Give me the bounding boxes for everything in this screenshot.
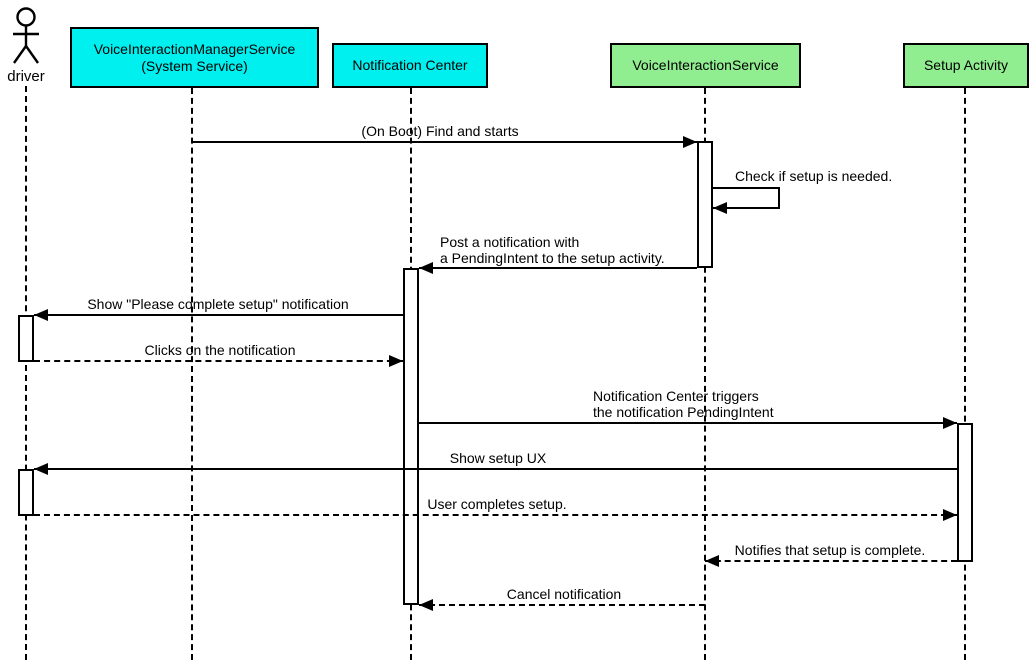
message-line-post-a-notification (419, 267, 697, 269)
arrowhead-left-icon (713, 202, 727, 214)
activation-notification-center (403, 268, 419, 605)
message-line-on-boot-find-and-starts (193, 141, 697, 143)
actor-label: driver (7, 68, 45, 85)
message-label-show-please-complete-setup: Show "Please complete setup" notificatio… (87, 296, 349, 312)
arrowhead-right-icon (943, 417, 957, 429)
message-line-show-please-complete-setup (34, 314, 403, 316)
message-label-clicks-on-the-notification: Clicks on the notification (144, 342, 296, 358)
message-label-cancel-notification: Cancel notification (506, 586, 622, 602)
message-line-notification-center-triggers (419, 422, 957, 424)
message-line-cancel-notification (419, 604, 705, 606)
actor-stick-figure-icon (13, 7, 39, 64)
activation-setup-activity (957, 423, 973, 562)
self-message-right-segment (778, 187, 780, 208)
arrowhead-left-icon (34, 309, 48, 321)
activation-voice-interaction-service (697, 141, 713, 268)
lifeline-driver (25, 86, 27, 660)
arrowhead-left-icon (34, 463, 48, 475)
message-label-on-boot-find-and-starts: (On Boot) Find and starts (361, 123, 519, 139)
message-label-notifies-setup-complete: Notifies that setup is complete. (734, 542, 926, 558)
message-line-clicks-on-the-notification (34, 360, 403, 362)
activation-driver-1 (18, 315, 34, 362)
message-label-show-setup-ux: Show setup UX (449, 450, 547, 466)
message-label-user-completes-setup: User completes setup. (427, 496, 567, 512)
message-line-show-setup-ux (34, 468, 957, 470)
participant-setup-activity: Setup Activity (903, 43, 1029, 88)
arrowhead-left-icon (705, 555, 719, 567)
message-label-post-a-notification: Post a notification with a PendingIntent… (440, 234, 665, 266)
self-message-bottom-segment (713, 207, 780, 209)
arrowhead-right-icon (683, 136, 697, 148)
participant-notification-center: Notification Center (332, 43, 488, 88)
message-line-user-completes-setup (34, 514, 957, 516)
lifeline-voice-interaction-manager-service (191, 88, 193, 660)
arrowhead-left-icon (419, 599, 433, 611)
participant-voice-interaction-service: VoiceInteractionService (610, 43, 801, 88)
arrowhead-right-icon (943, 509, 957, 521)
arrowhead-left-icon (419, 262, 433, 274)
self-message-top-segment (713, 187, 780, 189)
message-label-notification-center-triggers: Notification Center triggers the notific… (593, 388, 774, 420)
activation-driver-2 (18, 469, 34, 516)
message-line-notifies-setup-complete (705, 560, 957, 562)
arrowhead-right-icon (389, 355, 403, 367)
lifeline-voice-interaction-service (704, 88, 706, 660)
message-label-check-if-setup-is-needed: Check if setup is needed. (735, 168, 893, 184)
lifeline-setup-activity (964, 88, 966, 660)
participant-voice-interaction-manager-service: VoiceInteractionManagerService (System S… (70, 27, 319, 88)
